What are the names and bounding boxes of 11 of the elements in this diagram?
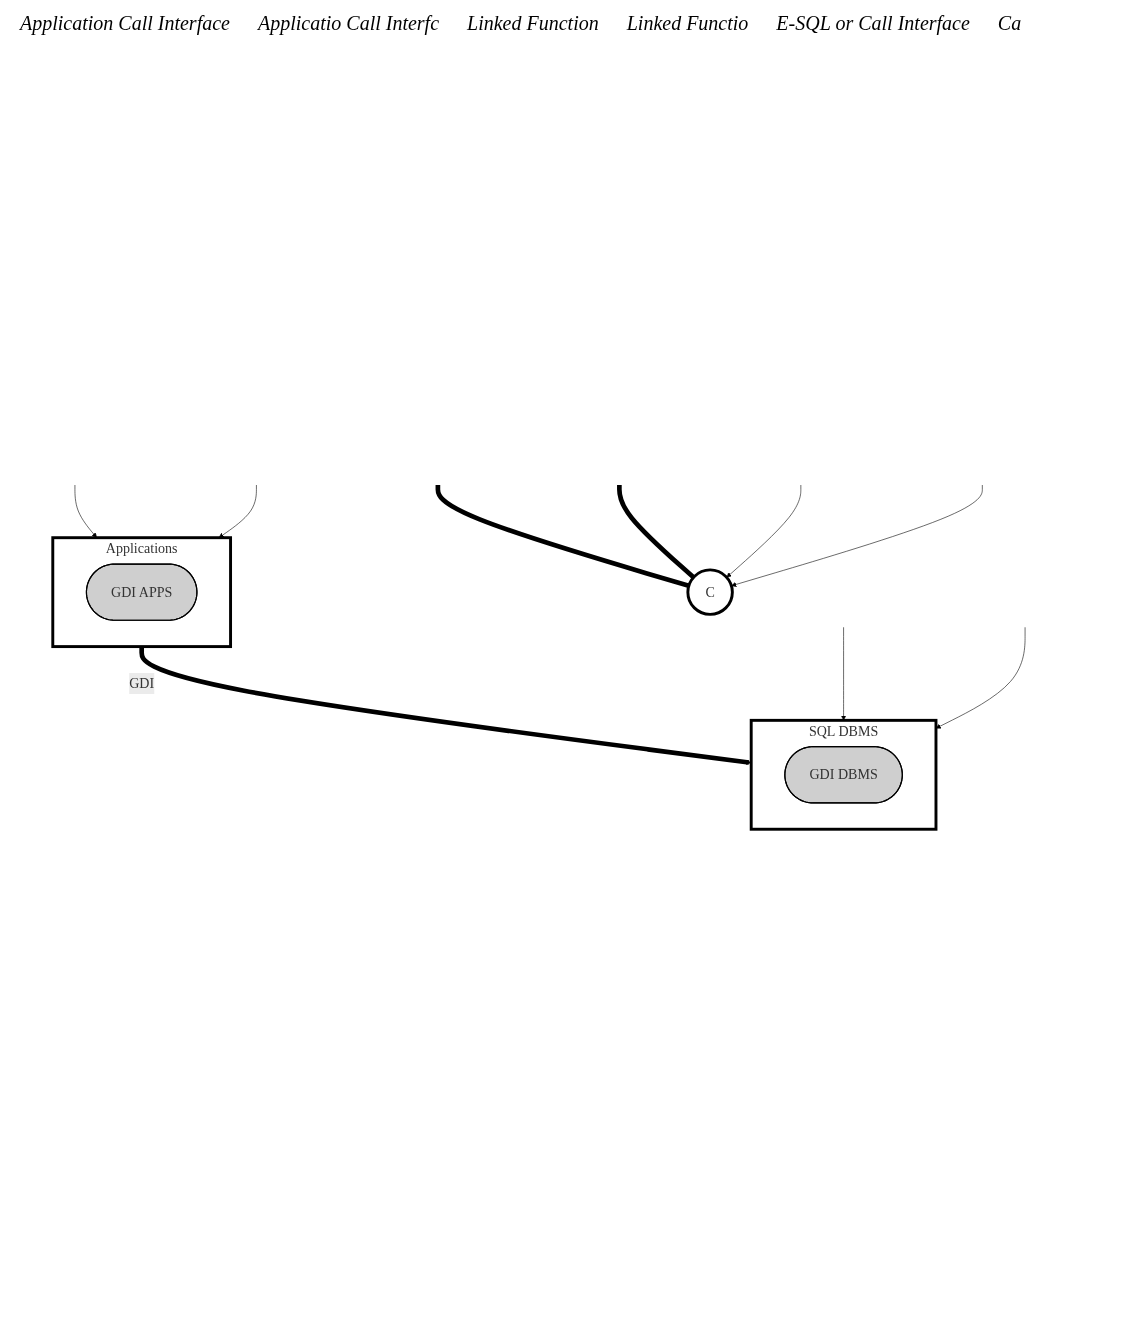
node-circle: C	[686, 568, 734, 616]
interface-label: Applicatio Call Interfc	[257, 12, 440, 35]
connector	[617, 485, 696, 580]
connector	[139, 646, 752, 765]
interface-label: Ca	[997, 12, 1022, 35]
connector	[435, 485, 690, 589]
interface-label: Linked Functio	[626, 12, 749, 35]
interface-label: E-SQL or Call Interface	[776, 12, 970, 35]
interface-label: Application Call Interface	[20, 12, 230, 35]
interface-label: Linked Function	[467, 12, 599, 35]
edge-label: GDI	[129, 675, 155, 692]
